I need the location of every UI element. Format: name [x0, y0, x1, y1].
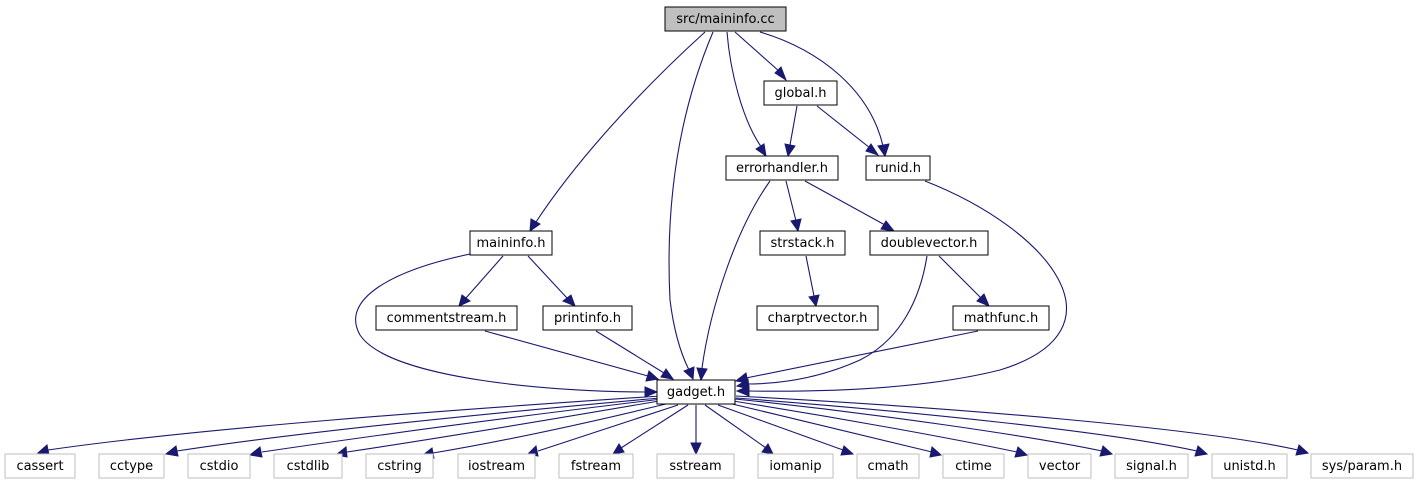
edge-gadget-h-to-unistd-h — [735, 397, 1209, 457]
node-unistd-h[interactable]: unistd.h — [1211, 453, 1288, 479]
edge-errorhandler-h-to-strstack-h — [785, 180, 802, 233]
node-gadget-h[interactable]: gadget.h — [656, 379, 736, 405]
node-sys-param-h-label: sys/param.h — [1322, 459, 1402, 474]
node-maininfo-h[interactable]: maininfo.h — [469, 230, 553, 256]
edge-maininfo-h-to-commentstream-h — [458, 255, 504, 307]
edge-maininfo-cc-to-errorhandler-h — [726, 31, 767, 158]
node-signal-h[interactable]: signal.h — [1114, 453, 1189, 479]
node-cctype-label: cctype — [110, 459, 153, 474]
edge-mathfunc-h-to-gadget-h — [734, 330, 979, 384]
node-unistd-h-label: unistd.h — [1223, 459, 1276, 474]
node-global-h[interactable]: global.h — [763, 80, 838, 106]
node-src-maininfo-cc-label: src/maininfo.cc — [676, 12, 774, 27]
edge-maininfo-cc-to-gadget-h — [668, 31, 714, 381]
node-maininfo-h-label: maininfo.h — [476, 236, 545, 251]
node-cstdio[interactable]: cstdio — [187, 453, 251, 479]
node-printinfo-h-label: printinfo.h — [554, 311, 621, 326]
edge-gadget-h-to-sstream — [690, 405, 702, 456]
node-commentstream-h-label: commentstream.h — [387, 311, 507, 326]
node-cstring[interactable]: cstring — [365, 453, 434, 479]
node-runid-h[interactable]: runid.h — [865, 155, 931, 181]
edge-gadget-h-to-signal-h — [734, 398, 1114, 457]
edge-errorhandler-h-to-gadget-h — [696, 180, 771, 382]
edge-maininfo-cc-to-global-h — [734, 31, 788, 82]
node-iomanip[interactable]: iomanip — [757, 453, 834, 479]
node-cctype[interactable]: cctype — [98, 453, 165, 479]
node-cstdlib-label: cstdlib — [287, 459, 330, 474]
edge-global-h-to-errorhandler-h — [784, 105, 798, 158]
node-mathfunc-h[interactable]: mathfunc.h — [952, 305, 1050, 331]
node-iostream[interactable]: iostream — [457, 453, 536, 479]
edge-global-h-to-runid-h — [816, 105, 880, 156]
node-doublevector-h-label: doublevector.h — [881, 236, 978, 251]
node-global-h-label: global.h — [774, 86, 826, 101]
node-cstring-label: cstring — [377, 459, 421, 474]
edge-strstack-h-to-charptrvector-h — [805, 255, 820, 308]
edge-maininfo-h-to-printinfo-h — [527, 255, 576, 307]
edge-gadget-h-to-ctime — [727, 402, 943, 458]
node-mathfunc-h-label: mathfunc.h — [964, 311, 1039, 326]
node-strstack-h-label: strstack.h — [770, 236, 834, 251]
node-fstream-label: fstream — [571, 459, 621, 474]
node-ctime-label: ctime — [955, 459, 992, 474]
edge-gadget-h-to-iomanip — [704, 404, 774, 455]
edge-gadget-h-to-cmath — [717, 404, 855, 456]
node-printinfo-h[interactable]: printinfo.h — [542, 305, 633, 331]
node-cassert[interactable]: cassert — [4, 453, 76, 479]
node-iomanip-label: iomanip — [769, 459, 821, 474]
node-vector-label: vector — [1039, 459, 1081, 474]
edge-gadget-h-to-vector — [732, 400, 1029, 458]
edge-gadget-h-to-cassert — [36, 395, 661, 456]
node-strstack-h[interactable]: strstack.h — [759, 230, 846, 256]
node-src-maininfo-cc[interactable]: src/maininfo.cc — [664, 6, 787, 32]
edge-runid-h-to-gadget-h — [735, 180, 1067, 397]
edge-maininfo-cc-to-runid-h — [759, 31, 890, 158]
edge-gadget-h-to-cstdio — [248, 398, 663, 458]
node-gadget-h-label: gadget.h — [667, 385, 725, 400]
node-vector[interactable]: vector — [1027, 453, 1092, 479]
node-cassert-label: cassert — [16, 459, 63, 474]
edge-maininfo-cc-to-maininfo-h — [529, 31, 706, 233]
edge-printinfo-h-to-gadget-h — [595, 330, 675, 380]
node-cstdio-label: cstdio — [200, 459, 239, 474]
node-errorhandler-h-label: errorhandler.h — [736, 161, 828, 176]
edge-maininfo-h-to-gadget-h — [355, 252, 659, 398]
node-charptrvector-h-label: charptrvector.h — [768, 311, 868, 326]
node-charptrvector-h[interactable]: charptrvector.h — [756, 305, 879, 331]
edge-gadget-h-to-cstring — [421, 402, 671, 459]
edge-gadget-h-to-sys-param-h — [735, 395, 1310, 456]
node-sstream-label: sstream — [669, 459, 721, 474]
node-signal-h-label: signal.h — [1126, 459, 1177, 474]
node-fstream[interactable]: fstream — [558, 453, 634, 479]
node-commentstream-h[interactable]: commentstream.h — [375, 305, 518, 331]
node-iostream-label: iostream — [468, 459, 525, 474]
node-cmath[interactable]: cmath — [856, 453, 920, 479]
node-sstream[interactable]: sstream — [656, 453, 735, 479]
node-sys-param-h[interactable]: sys/param.h — [1310, 453, 1414, 479]
edge-gadget-h-to-fstream — [612, 404, 689, 455]
edge-doublevector-h-to-mathfunc-h — [938, 255, 990, 307]
edge-commentstream-h-to-gadget-h — [484, 330, 660, 382]
node-ctime[interactable]: ctime — [942, 453, 1005, 479]
edge-gadget-h-to-cctype — [164, 397, 661, 457]
node-errorhandler-h[interactable]: errorhandler.h — [725, 155, 839, 181]
edge-errorhandler-h-to-doublevector-h — [804, 180, 896, 232]
node-cstdlib[interactable]: cstdlib — [273, 453, 343, 479]
node-runid-h-label: runid.h — [875, 161, 921, 176]
node-cmath-label: cmath — [867, 459, 908, 474]
edge-gadget-h-to-cstdlib — [334, 399, 666, 458]
node-doublevector-h[interactable]: doublevector.h — [869, 230, 989, 256]
